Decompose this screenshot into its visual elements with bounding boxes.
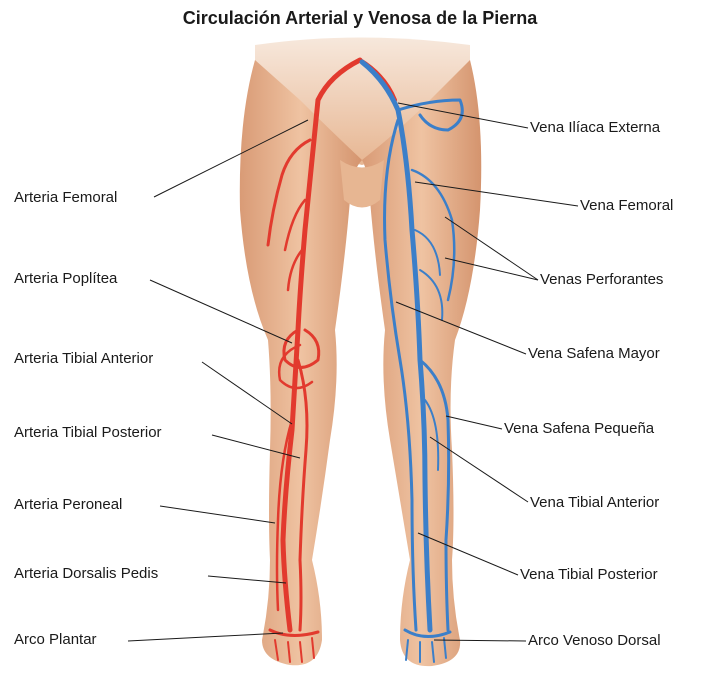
label-arteria-femoral: Arteria Femoral [14, 189, 118, 206]
label-venas-perforantes: Venas Perforantes [540, 271, 664, 288]
arteries [266, 57, 397, 663]
label-arco-venoso-dorsal: Arco Venoso Dorsal [528, 632, 661, 649]
left-leg-shape [239, 60, 362, 666]
label-arteria-tibial-anterior: Arteria Tibial Anterior [14, 350, 154, 367]
leader-lines-left [127, 119, 309, 642]
label-vena-safena-mayor: Vena Safena Mayor [528, 345, 660, 362]
label-vena-tibial-posterior: Vena Tibial Posterior [520, 566, 658, 583]
label-vena-safena-pequena: Vena Safena Pequeña [504, 420, 655, 437]
veins [359, 59, 464, 663]
label-arteria-dorsalis-pedis: Arteria Dorsalis Pedis [14, 565, 159, 582]
label-arteria-poplitea: Arteria Poplítea [14, 270, 118, 287]
leader-lines-right [395, 102, 579, 642]
label-arco-plantar: Arco Plantar [14, 631, 97, 648]
label-arteria-peroneal: Arteria Peroneal [14, 496, 123, 513]
label-arteria-tibial-posterior: Arteria Tibial Posterior [14, 424, 162, 441]
label-vena-tibial-anterior: Vena Tibial Anterior [530, 494, 660, 511]
diagram-title: Circulación Arterial y Venosa de la Pier… [182, 8, 538, 28]
label-vena-iliaca-externa: Vena Ilíaca Externa [530, 119, 661, 136]
label-vena-femoral: Vena Femoral [580, 197, 674, 214]
